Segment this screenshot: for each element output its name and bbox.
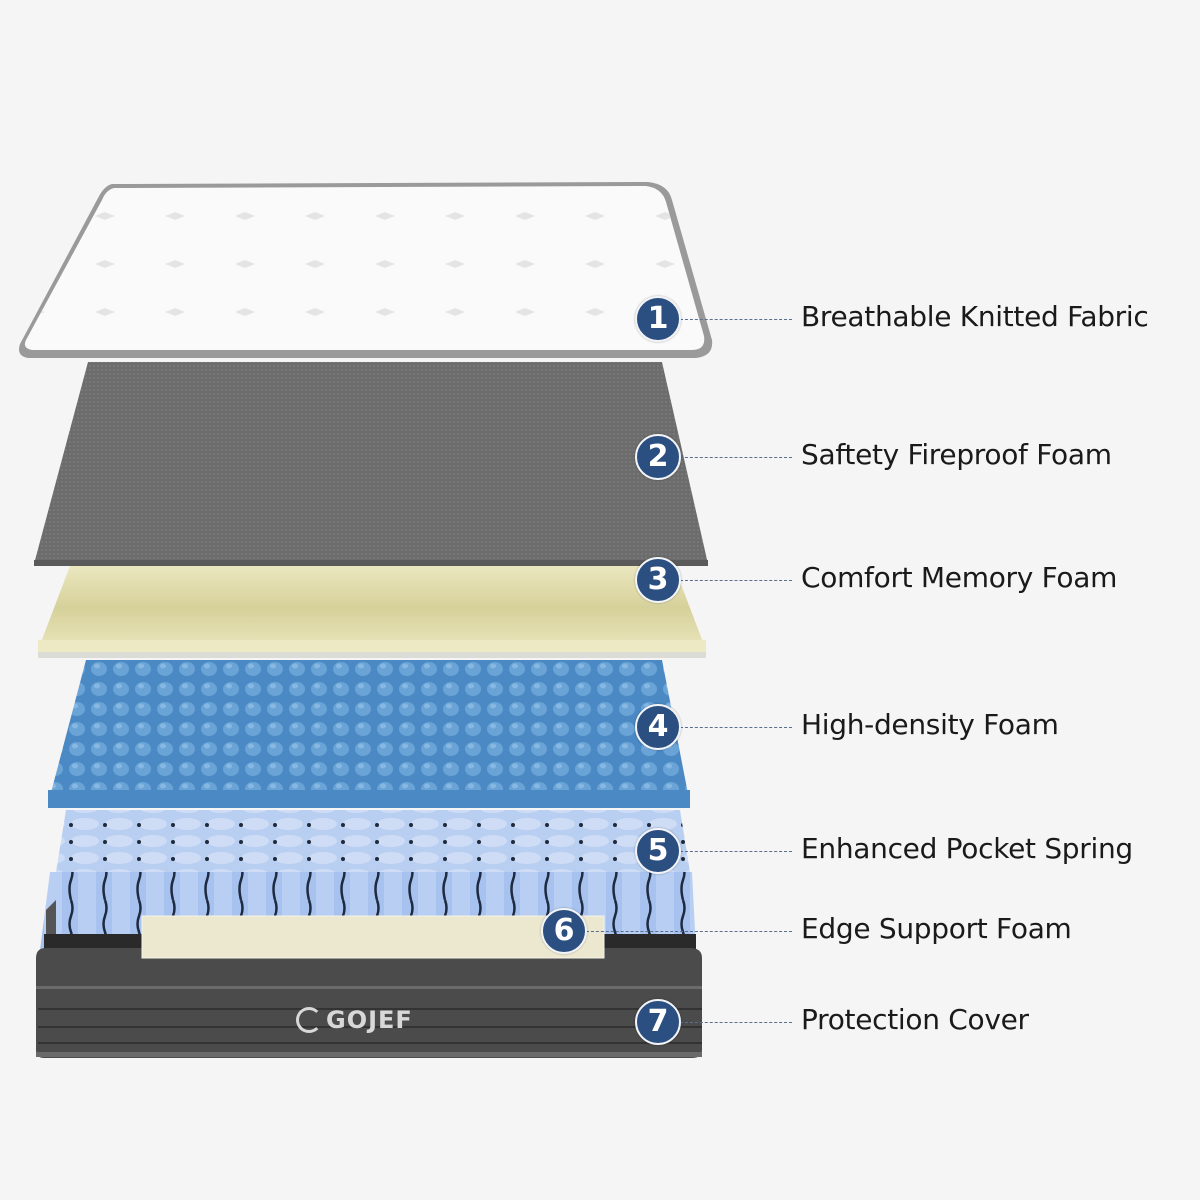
layer-fireproof (34, 362, 708, 566)
number-badge: 4 (635, 704, 681, 750)
number-badge: 5 (635, 828, 681, 874)
leader-line (680, 319, 792, 320)
brand-logo-icon (296, 1007, 322, 1033)
layer-label: Enhanced Pocket Spring (801, 832, 1133, 865)
leader-line (680, 457, 792, 458)
leader-line (680, 727, 792, 728)
layer-label: High-density Foam (801, 708, 1059, 741)
layer-label: Breathable Knitted Fabric (801, 300, 1149, 333)
layer-label: Saftety Fireproof Foam (801, 438, 1112, 471)
brand-logo: GOJEF (296, 1006, 413, 1034)
number-badge: 1 (635, 296, 681, 342)
number-badge: 3 (635, 557, 681, 603)
layer-edge-support-foam (141, 915, 605, 959)
number-badge: 7 (635, 999, 681, 1045)
number-badge: 2 (635, 434, 681, 480)
layer-label: Protection Cover (801, 1003, 1029, 1036)
layer-high-density-foam (48, 660, 690, 808)
layer-label: Edge Support Foam (801, 912, 1072, 945)
number-badge: 6 (541, 908, 587, 954)
leader-line (680, 580, 792, 581)
brand-name: GOJEF (326, 1006, 413, 1034)
layer-fabric (19, 182, 713, 358)
leader-line (680, 1022, 792, 1023)
leader-line (586, 931, 792, 932)
layer-memory-foam (38, 566, 706, 658)
leader-line (680, 851, 792, 852)
layer-label: Comfort Memory Foam (801, 561, 1118, 594)
